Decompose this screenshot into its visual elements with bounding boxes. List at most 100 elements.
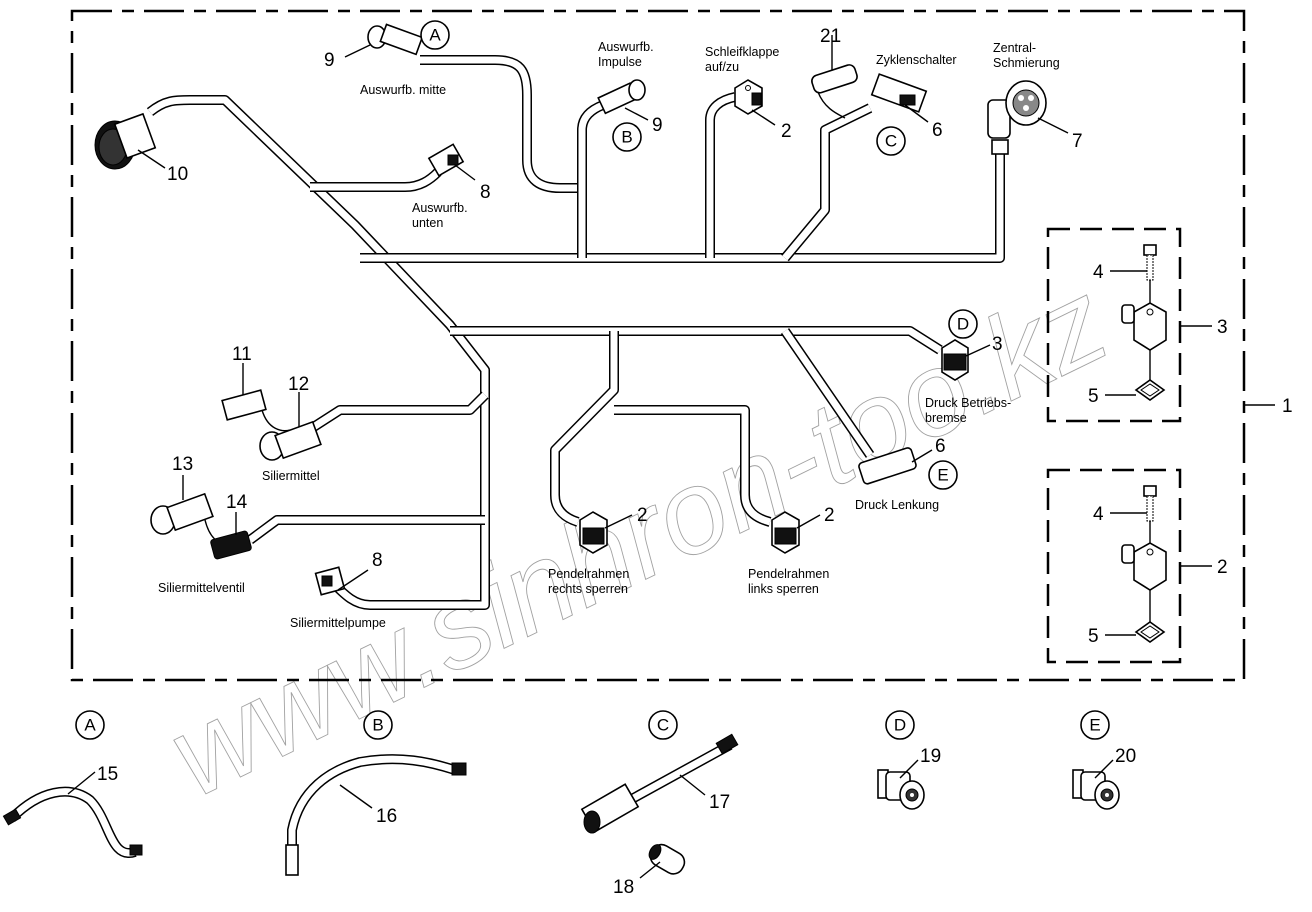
part-20-sensor-icon[interactable] [1072, 759, 1120, 810]
label-zyklen: Zyklenschalter [876, 53, 957, 67]
label-siliermittel: Siliermittel [262, 469, 320, 483]
watermark-text: www.sinhron-too.kz [149, 255, 1126, 822]
connector-7-zentral-icon[interactable] [987, 80, 1069, 155]
callout-8-unten: 8 [480, 182, 491, 203]
label-pendel-links-2: links sperren [748, 582, 819, 596]
callout-14: 14 [226, 492, 248, 513]
connector-3-druck-bremse-icon[interactable] [941, 339, 991, 381]
connector-9-impulse-icon[interactable] [597, 79, 649, 121]
callout-15: 15 [97, 764, 118, 785]
kit-3-seal-icon[interactable] [1134, 379, 1166, 401]
callout-7: 7 [1072, 131, 1083, 152]
connector-11-icon[interactable] [221, 363, 291, 432]
part-18-cap-icon[interactable] [639, 841, 688, 879]
callout-8-pumpe: 8 [372, 550, 383, 571]
label-auswurf-impulse-1: Auswurfb. [598, 40, 654, 54]
label-auswurf-unten-1: Auswurfb. [412, 201, 468, 215]
assembly-frame [70, 9, 1246, 682]
connector-6-zyklen-icon[interactable] [870, 73, 929, 123]
detail-view-D-label: D [894, 716, 906, 735]
label-auswurf-mitte: Auswurfb. mitte [360, 83, 446, 97]
callout-6-druck-lenkung: 6 [935, 436, 946, 457]
callout-3-druck-bremse: 3 [992, 334, 1003, 355]
callout-1: 1 [1282, 396, 1293, 417]
kit-2: 4 2 5 [1046, 468, 1228, 664]
label-zentral-2: Schmierung [993, 56, 1060, 70]
callout-19: 19 [920, 746, 941, 767]
detail-marker-C-label: C [885, 132, 897, 151]
detail-view-E-marker [1080, 710, 1110, 740]
kit-3-frame [1046, 227, 1182, 423]
detail-view-D-marker [885, 710, 915, 740]
kit-3: 4 3 5 [1046, 227, 1228, 423]
part-19-sensor-icon[interactable] [877, 759, 925, 810]
label-auswurf-impulse-2: Impulse [598, 55, 642, 69]
callout-9-mitte: 9 [324, 50, 335, 71]
callout-12: 12 [288, 374, 309, 395]
kit-3-plug-icon[interactable] [1121, 302, 1167, 380]
callout-2-pendel-links: 2 [824, 505, 835, 526]
kit-2-plug-icon[interactable] [1121, 542, 1167, 622]
label-schleif-1: Schleifklappe [705, 45, 779, 59]
label-druck-bremse-2: bremse [925, 411, 967, 425]
callout-6-zyklen: 6 [932, 120, 943, 141]
callout-10: 10 [167, 164, 188, 185]
connector-10-icon[interactable] [94, 112, 166, 170]
detail-marker-A[interactable] [420, 20, 450, 50]
label-pendel-rechts-2: rechts sperren [548, 582, 628, 596]
detail-marker-C[interactable] [876, 126, 906, 156]
detail-marker-D[interactable] [948, 309, 978, 339]
kit-2-bolt-callout: 4 [1093, 504, 1104, 525]
connector-8-pumpe-icon[interactable] [314, 566, 369, 596]
part-15-cable-icon[interactable] [2, 771, 143, 858]
callout-16: 16 [376, 806, 397, 827]
harness-trunk [146, 55, 1005, 610]
detail-marker-E[interactable] [928, 460, 958, 490]
connector-9-mitte-icon[interactable] [344, 23, 424, 58]
detail-marker-B-label: B [621, 128, 632, 147]
label-schleif-2: auf/zu [705, 60, 739, 74]
detail-view-B-marker [363, 710, 393, 740]
kit-2-seal-callout: 5 [1088, 626, 1099, 647]
detail-view-E-label: E [1089, 716, 1100, 735]
part-16-cable-icon[interactable] [285, 754, 467, 876]
callout-13: 13 [172, 454, 193, 475]
connector-14-icon[interactable] [210, 512, 252, 560]
connector-2-pendel-links-icon[interactable] [771, 511, 821, 554]
callout-9-impulse: 9 [652, 115, 663, 136]
detail-view-C-marker [648, 710, 678, 740]
kit-3-bolt-icon[interactable] [1143, 244, 1157, 310]
part-17-cable-icon[interactable] [580, 733, 739, 834]
kit-3-bolt-callout: 4 [1093, 262, 1104, 283]
detail-view-C-label: C [657, 716, 669, 735]
detail-view-A-marker [75, 710, 105, 740]
kit-2-seal-icon[interactable] [1134, 621, 1166, 643]
connector-8-unten-icon[interactable] [427, 143, 476, 181]
detail-marker-A-label: A [429, 26, 441, 45]
kit-2-bolt-icon[interactable] [1143, 485, 1157, 550]
connector-2-schleifklappe-icon[interactable] [734, 79, 776, 126]
callout-2-schleifklappe: 2 [781, 121, 792, 142]
detail-marker-B[interactable] [612, 122, 642, 152]
kit-3-callout: 3 [1217, 317, 1228, 338]
detail-view-A-label: A [84, 716, 96, 735]
label-zentral-1: Zentral- [993, 41, 1036, 55]
callout-21: 21 [820, 26, 841, 47]
connector-13-icon[interactable] [150, 475, 231, 546]
detail-marker-E-label: E [937, 466, 948, 485]
connector-6-druck-lenkung-icon[interactable] [858, 447, 933, 485]
detail-marker-D-label: D [957, 315, 969, 334]
connector-12-icon[interactable] [259, 392, 322, 461]
connector-21-icon[interactable] [810, 35, 858, 119]
callout-17: 17 [709, 792, 730, 813]
connector-2-pendel-rechts-icon[interactable] [579, 511, 633, 554]
label-druck-bremse-1: Druck Betriebs- [925, 396, 1011, 410]
detail-view-B-label: B [372, 716, 383, 735]
label-druck-lenkung: Druck Lenkung [855, 498, 939, 512]
callout-20: 20 [1115, 746, 1136, 767]
label-siliermittelventil: Siliermittelventil [158, 581, 245, 595]
callout-2-pendel-rechts: 2 [637, 505, 648, 526]
label-pendel-links-1: Pendelrahmen [748, 567, 829, 581]
kit-3-seal-callout: 5 [1088, 386, 1099, 407]
